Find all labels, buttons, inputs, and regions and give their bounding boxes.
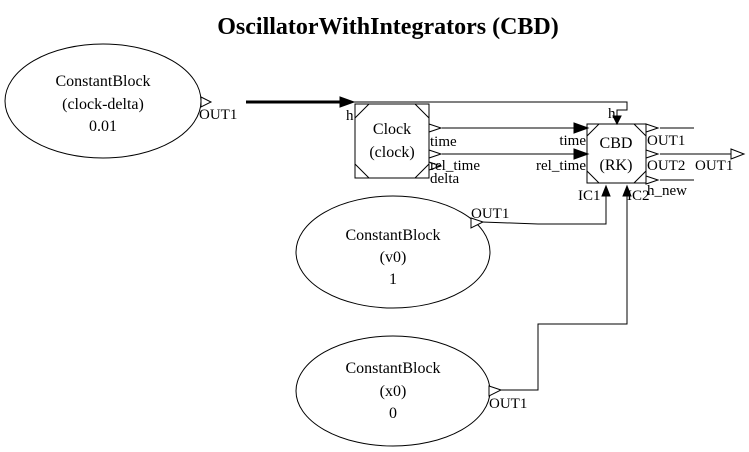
cbd-hnew-port xyxy=(645,175,660,185)
cbd-in-time-label: time xyxy=(559,133,586,149)
v0-out-label: OUT1 xyxy=(471,206,509,222)
clock-delta-out-port xyxy=(200,96,213,108)
v0-type: ConstantBlock xyxy=(345,227,440,244)
clock-out-time-label: time xyxy=(430,134,457,150)
cbd-out1-label: OUT1 xyxy=(647,133,685,149)
clock-corner-cuts xyxy=(354,103,430,179)
cbd-box xyxy=(586,123,647,184)
clock-reltime-port xyxy=(428,149,443,159)
clock-type: Clock xyxy=(373,121,411,138)
node-cbd[interactable]: CBD (RK) h time rel_time IC1 IC2 OUT1 OU… xyxy=(536,106,687,204)
x0-name: (x0) xyxy=(380,383,407,400)
clock-box xyxy=(354,103,430,179)
node-clock[interactable]: Clock (clock) h time rel_time delta xyxy=(346,103,480,187)
v0-out-port xyxy=(470,217,485,229)
clock-name: (clock) xyxy=(369,144,414,161)
arrow-cbd-reltime xyxy=(573,148,590,160)
x0-type: ConstantBlock xyxy=(345,360,440,377)
clock-time-port xyxy=(428,123,443,133)
x0-out-port xyxy=(488,385,503,397)
output-port-triangle xyxy=(730,148,746,160)
diagram-title: OscillatorWithIntegrators (CBD) xyxy=(217,14,559,40)
node-v0[interactable]: ConstantBlock (v0) 1 OUT1 xyxy=(295,195,509,309)
arrow-cbd-ic1 xyxy=(601,184,611,197)
clock-delta-port xyxy=(428,161,443,171)
edge-v0-to-cbd-ic1 xyxy=(481,196,607,225)
edge-clock-delta-to-cbd-h xyxy=(246,101,628,120)
arrow-cbd-time xyxy=(573,122,590,134)
cbd-out2-port xyxy=(645,149,660,159)
cbd-corner-cuts xyxy=(586,123,647,184)
clock-out-delta-label: delta xyxy=(430,171,459,187)
cbd-in-h-label: h xyxy=(608,106,616,122)
cbd-out1-port xyxy=(645,123,660,133)
clock-delta-value: 0.01 xyxy=(89,118,117,135)
v0-ellipse xyxy=(295,195,491,309)
v0-value: 1 xyxy=(389,271,397,288)
cbd-hnew-label: h_new xyxy=(647,183,687,199)
clock-in-h-label: h xyxy=(346,108,354,124)
arrow-cbd-h xyxy=(612,115,622,126)
cbd-in-ic2-label: IC2 xyxy=(627,188,650,204)
clock-out-reltime-label: rel_time xyxy=(430,158,480,174)
clock-delta-out-label: OUT1 xyxy=(199,107,237,123)
clock-delta-type: ConstantBlock xyxy=(55,73,150,90)
x0-value: 0 xyxy=(389,405,397,422)
output-label: OUT1 xyxy=(695,158,733,174)
cbd-in-ic1-label: IC1 xyxy=(578,188,601,204)
cbd-out2-label: OUT2 xyxy=(647,158,685,174)
arrow-cbd-ic2 xyxy=(622,184,632,197)
cbd-in-reltime-label: rel_time xyxy=(536,158,586,174)
cbd-name: (RK) xyxy=(600,157,633,174)
node-clock-delta[interactable]: ConstantBlock (clock-delta) 0.01 OUT1 xyxy=(4,43,237,159)
x0-out-label: OUT1 xyxy=(489,396,527,412)
edge-x0-to-cbd-ic2 xyxy=(500,196,628,391)
edges xyxy=(246,96,746,391)
clock-delta-name: (clock-delta) xyxy=(62,96,144,113)
node-x0[interactable]: ConstantBlock (x0) 0 OUT1 xyxy=(295,335,527,447)
v0-name: (v0) xyxy=(380,249,407,266)
cbd-type: CBD xyxy=(600,135,633,152)
